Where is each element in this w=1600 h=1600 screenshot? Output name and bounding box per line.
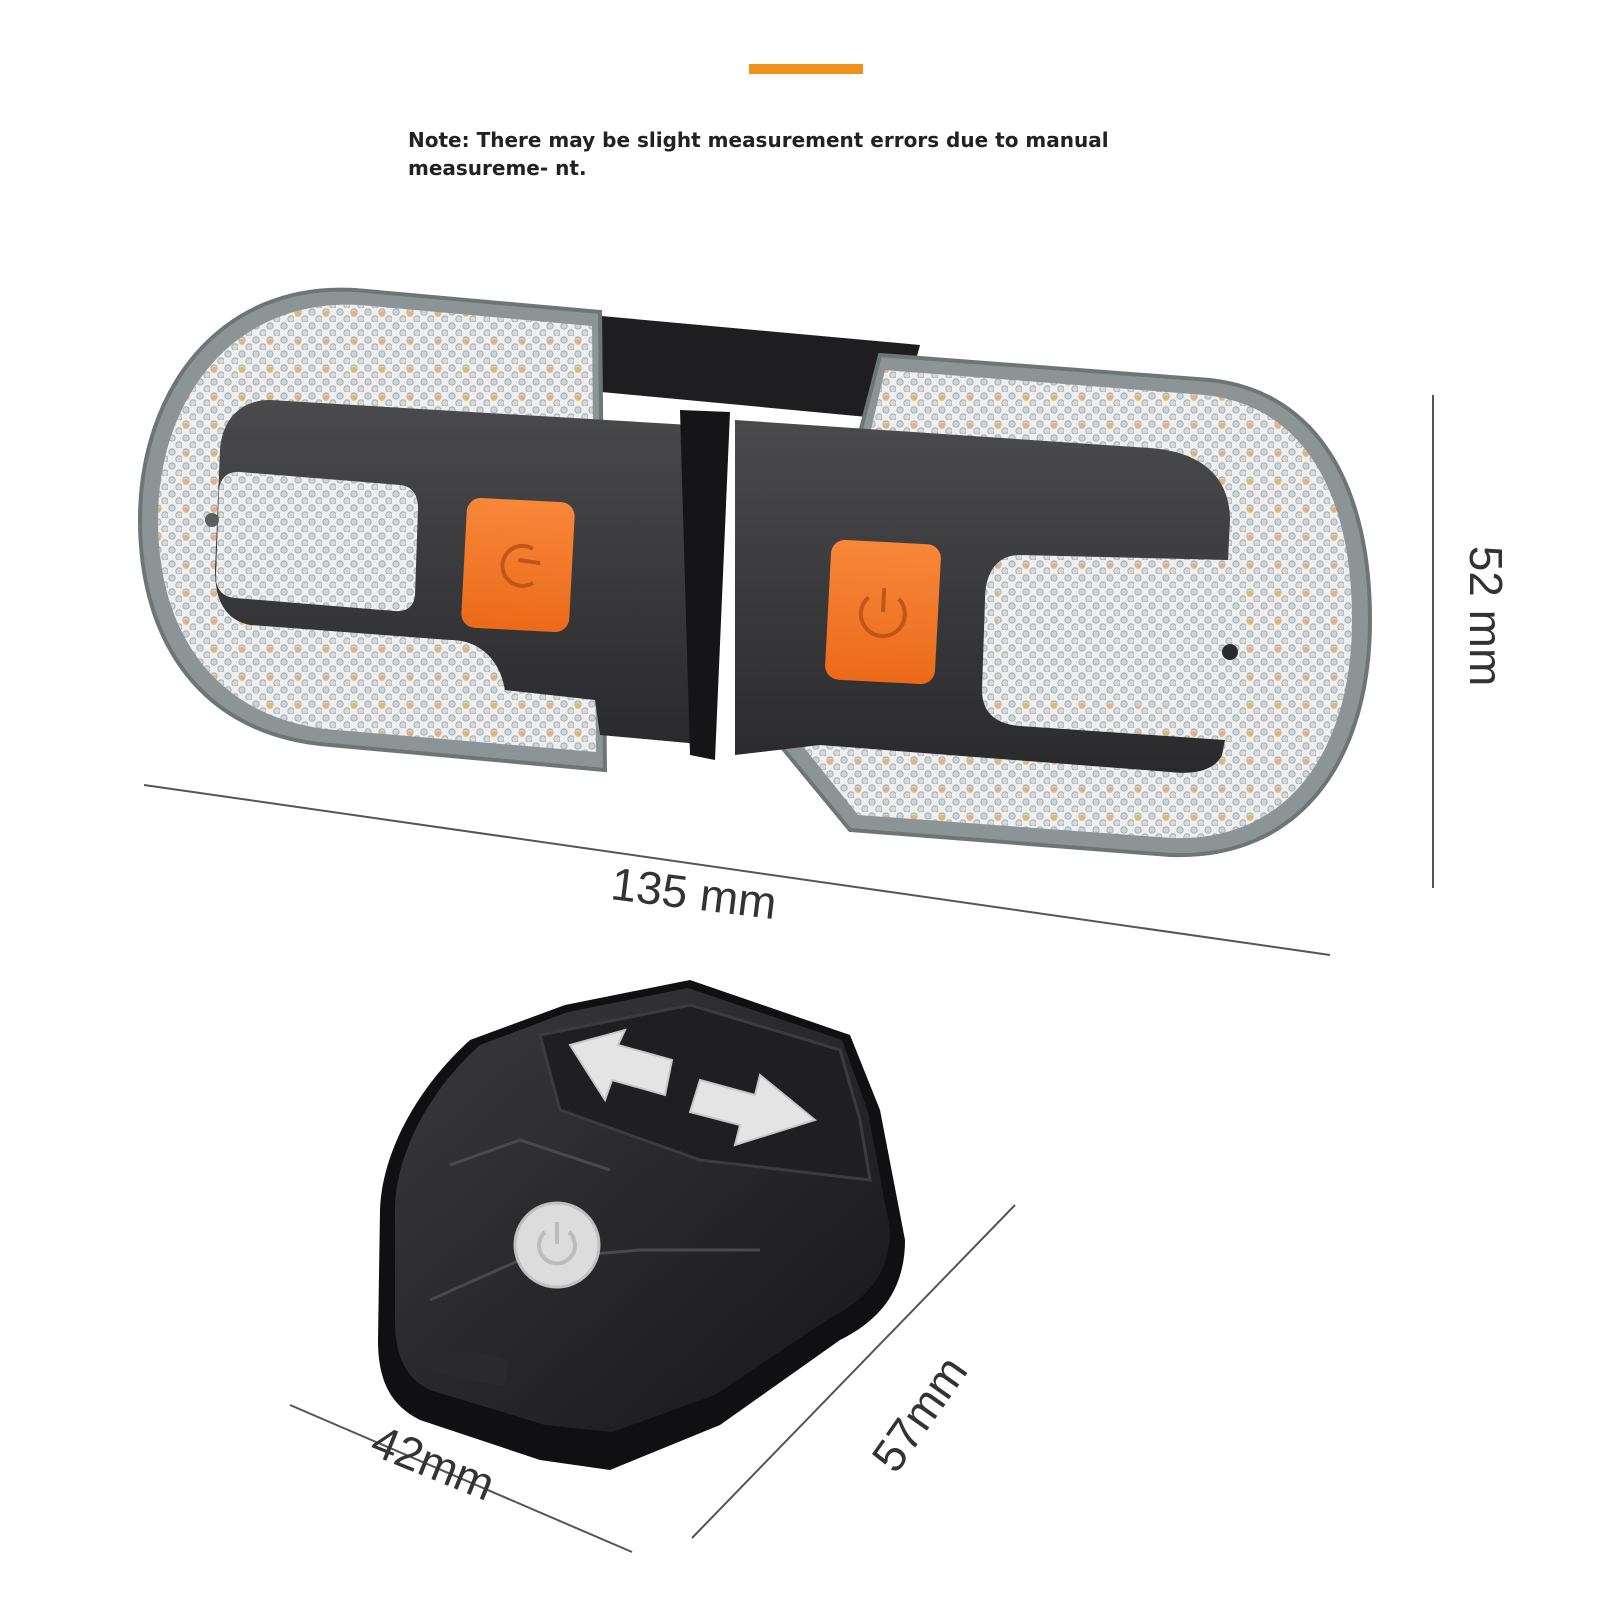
left-light-unit <box>137 287 710 773</box>
height-label: 52 mm <box>1460 546 1512 687</box>
right-power-icon <box>858 587 907 639</box>
tail-light-hinge <box>580 315 920 420</box>
right-inner-lens <box>995 569 1245 712</box>
tail-light <box>137 287 1373 858</box>
right-screw <box>1222 644 1238 660</box>
right-light-unit <box>735 352 1373 858</box>
power-icon <box>537 1222 577 1266</box>
left-power-button <box>461 497 575 633</box>
left-power-icon <box>500 543 541 588</box>
tail-light-split <box>680 410 730 760</box>
width-dimension-line <box>143 784 1331 956</box>
measurement-note: Note: There may be slight measurement er… <box>408 128 1109 180</box>
header-accent-bar <box>749 64 863 74</box>
width-label: 135 mm <box>608 857 779 929</box>
remote-strap-slot <box>417 1342 509 1386</box>
remote-length-line <box>691 1204 1016 1539</box>
arrow-right-icon <box>688 1073 818 1147</box>
remote-power-button <box>513 1201 601 1289</box>
right-body <box>735 420 1230 773</box>
remote-groove-upper <box>449 1138 611 1172</box>
remote-width-line <box>289 1404 633 1553</box>
remote-length-label: 57mm <box>861 1346 977 1481</box>
remote-control <box>378 980 905 1470</box>
arrow-left-icon <box>568 1028 674 1103</box>
left-inner-lens <box>215 471 418 612</box>
left-screw <box>205 513 219 527</box>
